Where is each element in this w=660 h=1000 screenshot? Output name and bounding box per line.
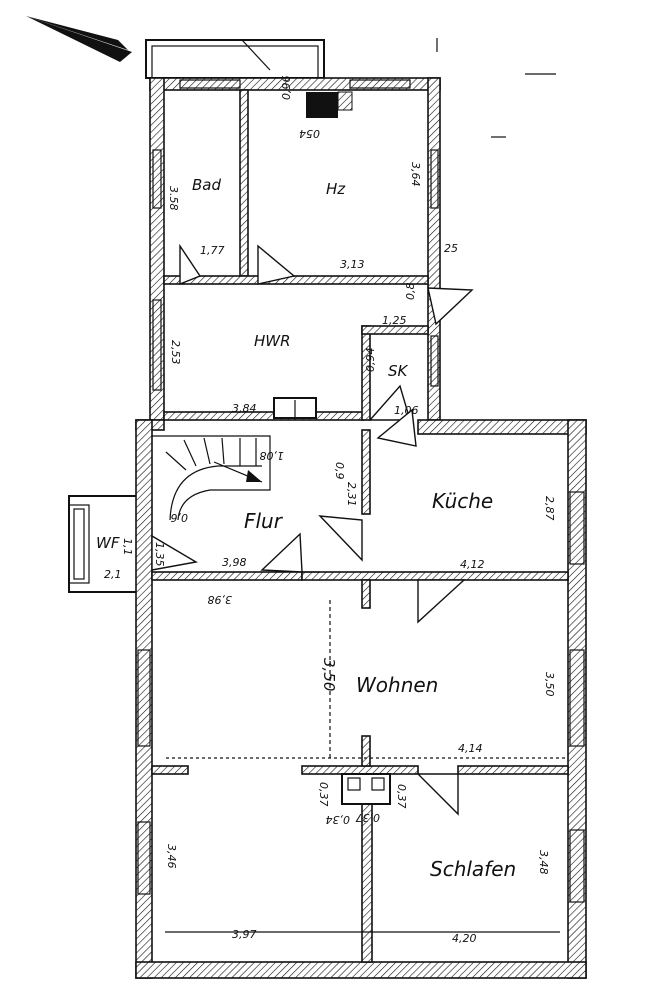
room-label-wohnen: Wohnen (356, 673, 438, 697)
dim-bad-height: 3.58 (167, 186, 180, 211)
dim-wf-c: 2,1 (104, 568, 122, 581)
dim-hwr-step: 0,8 (404, 283, 417, 301)
dim-schlafen-width: 4,20 (452, 932, 477, 945)
dim-flur-b: 2,31 (345, 482, 358, 507)
room-label-hwr: HWR (254, 332, 291, 350)
outer-walls (135, 77, 587, 979)
dim-flur-under: 3,98 (208, 593, 233, 606)
dim-wf-b: 1,35 (153, 542, 166, 567)
dim-stair-a: 1,08 (260, 449, 285, 462)
dim-hz-wall: 25 (444, 242, 458, 255)
dim-kueche-height: 2,87 (543, 496, 556, 521)
dim-wohnen-height-mid: 3,50 (320, 658, 338, 691)
dim-hwr-right: 1,25 (382, 314, 407, 327)
dim-hz-top-a: 0,96 (280, 76, 293, 101)
dim-wf-a: 1,1 (121, 538, 134, 556)
stove-icon (306, 91, 353, 118)
room-label-bad: Bad (192, 176, 221, 194)
dim-hwr-width: 3,84 (232, 402, 257, 415)
dim-sk-height: 1,06 (394, 404, 419, 417)
dim-schlafen-height: 3,48 (537, 850, 550, 875)
doors (151, 243, 474, 816)
scan-marks (436, 38, 556, 138)
dim-wohnen-width: 4,14 (458, 742, 483, 755)
dim-wohnen-height-right: 3,50 (543, 672, 556, 697)
dim-kueche-width: 4,12 (460, 558, 485, 571)
dim-hz-width: 3,13 (340, 258, 365, 271)
dim-sk-width: 0,94 (364, 348, 377, 373)
room-label-schlafen: Schlafen (430, 857, 516, 881)
room-label-flur: Flur (244, 509, 284, 533)
room-label-kueche: Küche (432, 489, 493, 513)
dim-chimney-c: 0,37 (356, 811, 381, 824)
dim-hz-top-b: 054 (299, 127, 320, 140)
chimney (341, 773, 391, 805)
dim-hz-height: 3,64 (409, 162, 422, 187)
windows (137, 79, 585, 903)
dim-hwr-height: 2,53 (169, 340, 182, 365)
room-label-sk: SK (388, 362, 409, 380)
north-arrow-icon (26, 16, 132, 62)
staircase (152, 397, 317, 521)
dim-chimney-a: 0,37 (317, 782, 330, 807)
dim-left-width: 3,97 (232, 928, 257, 941)
dim-flur-a: 0,9 (333, 462, 346, 480)
dim-chimney-b: 0,34 (326, 813, 351, 826)
dim-left-height: 3,46 (165, 844, 178, 869)
dim-stair-b: 0,6 (171, 511, 189, 524)
room-label-hz: Hz (326, 180, 346, 198)
dim-chimney-d: 0,37 (395, 784, 408, 809)
interior-walls (151, 89, 569, 963)
dim-flur-width: 3,98 (222, 556, 247, 569)
room-label-wf: WF (96, 534, 120, 552)
balcony-top (145, 39, 325, 79)
dim-bad-width: 1,77 (200, 244, 225, 257)
dimension-lines (165, 571, 566, 933)
porch-wf (68, 495, 140, 593)
